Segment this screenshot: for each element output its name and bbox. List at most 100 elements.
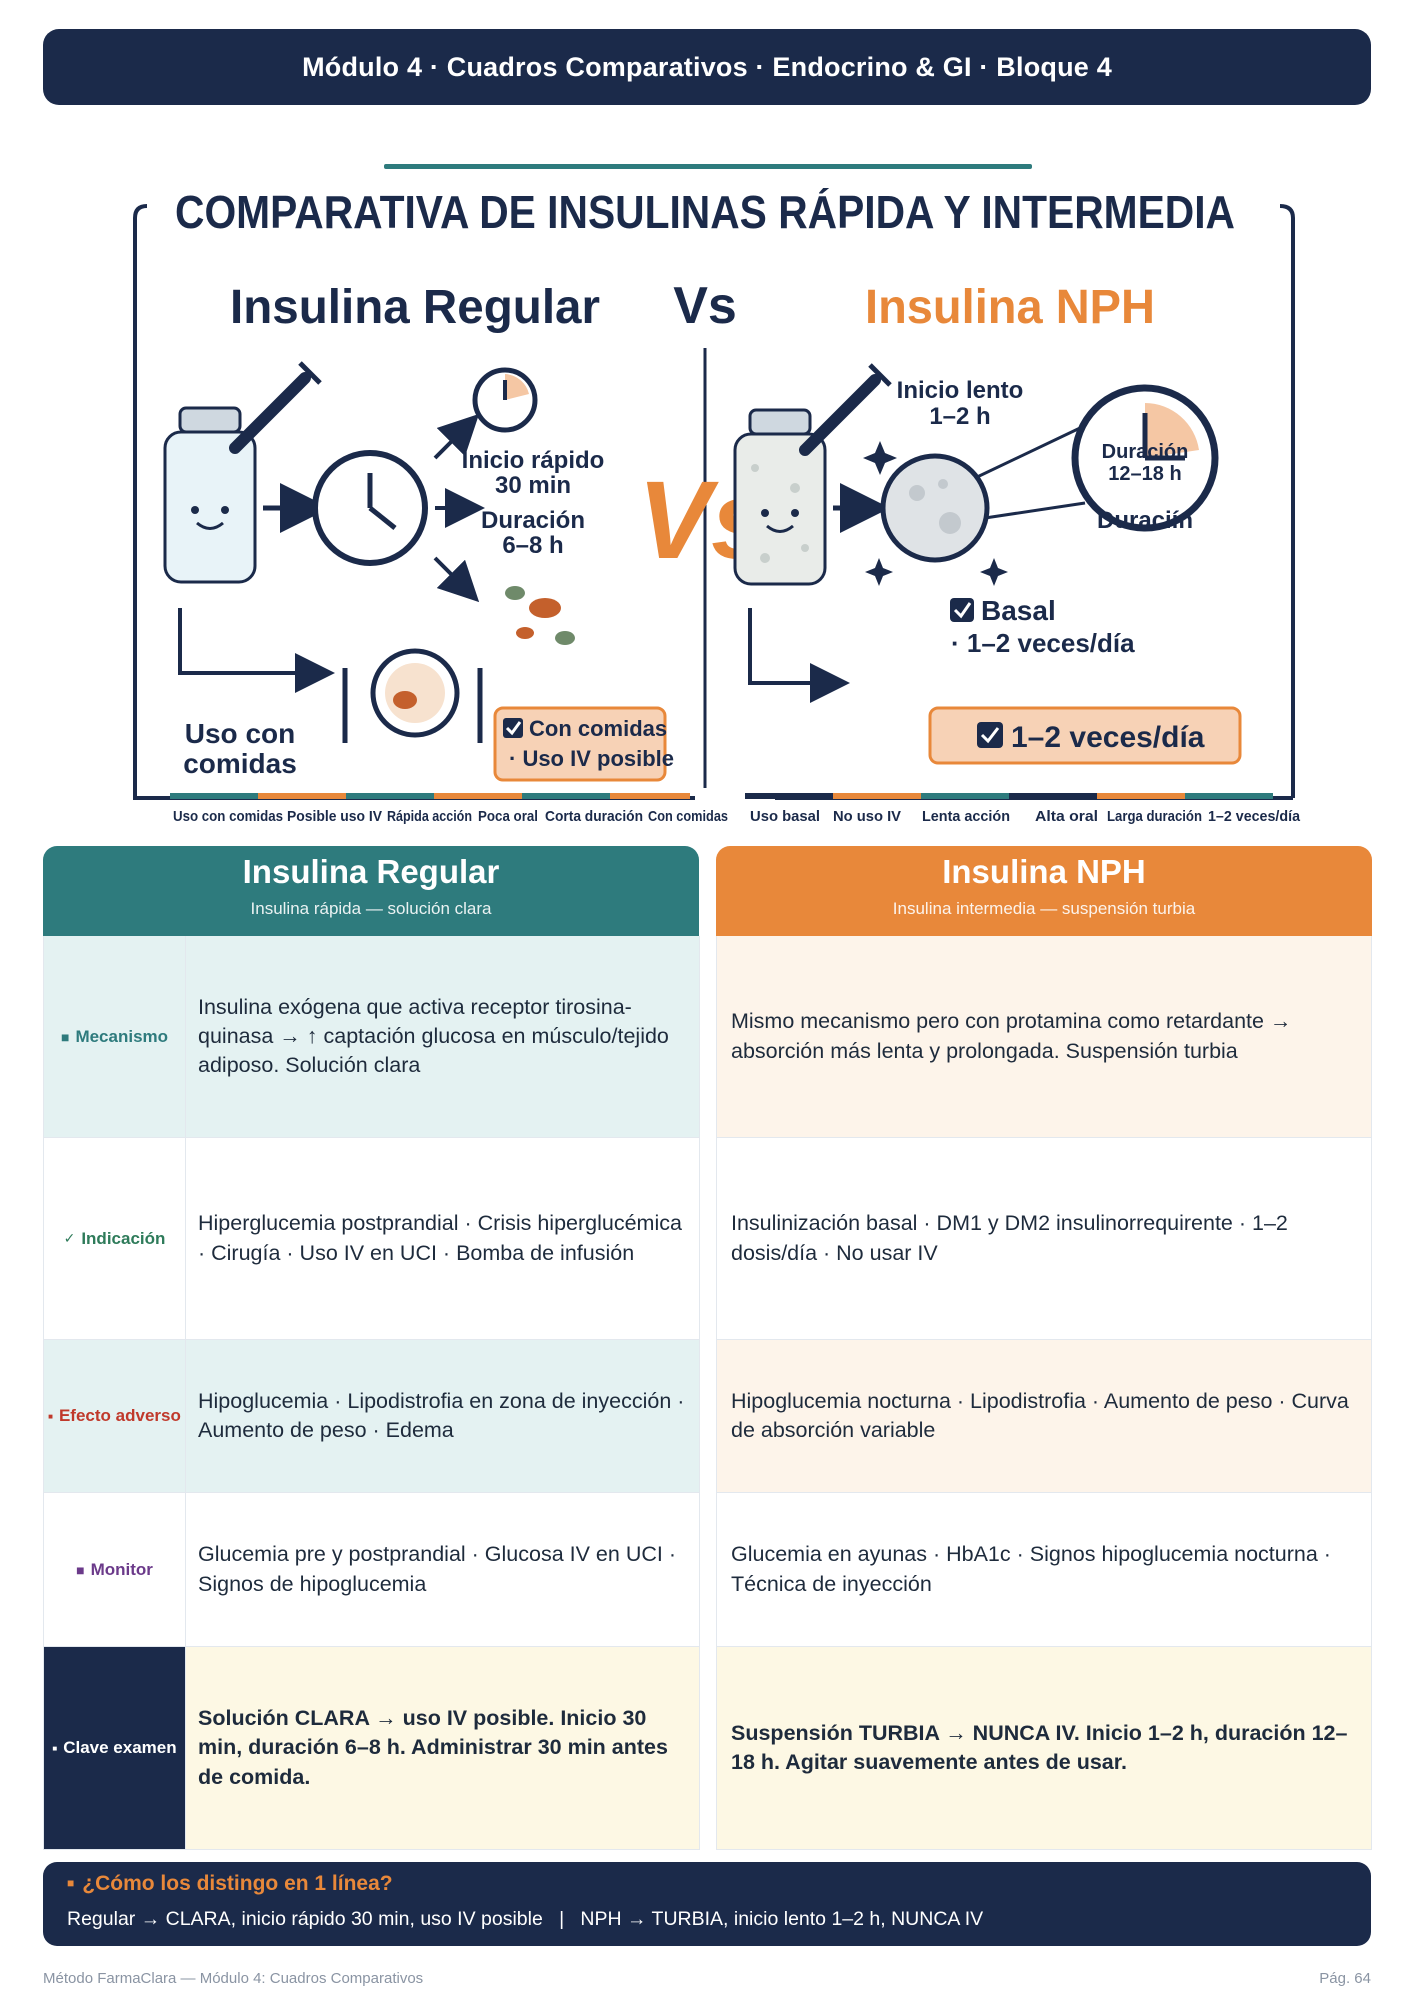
regular-column-title: Insulina Regular [242, 853, 500, 890]
cell-text: Glucemia pre y postprandial · Glucosa IV… [198, 1542, 676, 1596]
row-label-text: Indicación [81, 1228, 166, 1248]
nph-column-header: Insulina NPH Insulina intermedia — suspe… [716, 846, 1372, 936]
nph-monitor-cell: Glucemia en ayunas · HbA1c · Signos hipo… [716, 1493, 1372, 1647]
check-mark-icon: ✓ [63, 1230, 76, 1246]
sparkle-icon [863, 441, 1008, 586]
cell-text: Insulinización basal · DM1 y DM2 insulin… [731, 1211, 1288, 1265]
right-strip-label: Alta oral [1035, 808, 1098, 825]
page-number: Pág. 64 [1319, 1970, 1371, 1987]
left-onset-line2: 30 min [495, 472, 571, 499]
plate-with-cutlery-icon [342, 648, 483, 743]
table-row-mecanismo: ■ Mecanismo Insulina exógena que activa … [43, 936, 1372, 1138]
regular-efecto-cell: Hipoglucemia · Lipodistrofia en zona de … [185, 1340, 700, 1493]
right-onset-line2: 1–2 h [929, 403, 990, 430]
nph-clave-cell: Suspensión TURBIA → NUNCA IV. Inicio 1–2… [716, 1647, 1372, 1850]
square-marker-icon: ■ [48, 1411, 53, 1421]
regular-indicacion-cell: Hiperglucemia postprandial · Crisis hipe… [185, 1138, 700, 1340]
right-strip-label: 1–2 veces/día [1208, 808, 1301, 825]
title-underline [384, 164, 1032, 169]
left-strip-label: Poca oral [478, 808, 538, 825]
connector-line [974, 426, 1081, 480]
duration-clock-icon [1071, 384, 1219, 532]
left-onset-line1: Inicio rápido [462, 447, 605, 474]
square-marker-icon: ■ [76, 1561, 85, 1578]
right-note-text: 1–2 veces/día [1011, 721, 1205, 754]
cell-text: Hipoglucemia · Lipodistrofia en zona de … [198, 1388, 685, 1442]
regular-column-header: Insulina Regular Insulina rápida — soluc… [43, 846, 699, 936]
left-use-line1: Uso con [185, 718, 295, 749]
nph-column-subtitle: Insulina intermedia — suspensión turbia [892, 899, 1196, 918]
right-insulin-name: Insulina NPH [865, 281, 1155, 334]
table-row-clave-examen: ■ Clave examen Solución CLARA → uso IV p… [43, 1647, 1372, 1850]
checkbox-icon [950, 598, 974, 622]
row-label-monitor: ■ Monitor [43, 1493, 185, 1647]
infographic-title: COMPARATIVA DE INSULINAS RÁPIDA Y INTERM… [175, 188, 1235, 238]
cell-text: Insulina exógena que activa receptor tir… [198, 994, 669, 1077]
cell-text: Mismo mecanismo pero con protamina como … [731, 1009, 1292, 1063]
syringe-icon-left [229, 361, 322, 454]
square-marker-icon: ■ [52, 1743, 58, 1753]
regular-insulin-vial-icon [163, 406, 257, 584]
module-header-bar: Módulo 4 · Cuadros Comparativos · Endocr… [43, 29, 1371, 105]
regular-clave-cell: Solución CLARA → uso IV posible. Inicio … [185, 1647, 700, 1850]
cell-text: Solución CLARA → uso IV posible. Inicio … [198, 1706, 668, 1789]
summary-answer: Regular → CLARA, inicio rápido 30 min, u… [67, 1908, 984, 1930]
square-marker-icon: ■ [60, 1028, 70, 1045]
table-row-monitor: ■ Monitor Glucemia pre y postprandial · … [43, 1493, 1372, 1647]
left-strip-label: Corta duración [545, 808, 643, 825]
left-note-box [493, 706, 667, 782]
left-insulin-name: Insulina Regular [230, 281, 600, 334]
cell-text: Hiperglucemia postprandial · Crisis hipe… [198, 1211, 682, 1265]
row-label-text: Clave examen [63, 1738, 177, 1757]
table-row-indicacion: ✓ Indicación Hiperglucemia postprandial … [43, 1138, 1372, 1340]
checkbox-icon [977, 722, 1003, 748]
row-label-text: Efecto adverso [58, 1406, 181, 1425]
right-duration-label: Duraciín [1097, 507, 1193, 534]
left-duration-line2: 6–8 h [502, 532, 563, 559]
left-note-line1: Con comidas [529, 716, 667, 741]
regular-column-subtitle: Insulina rápida — solución clara [250, 899, 492, 918]
checkbox-icon [503, 718, 523, 738]
left-strip-label: Posible uso IV [287, 808, 382, 825]
summary-question-text: ¿Cómo los distingo en 1 línea? [82, 1872, 393, 1895]
right-strip-label: Larga duración [1107, 808, 1202, 825]
right-note-box [928, 706, 1242, 765]
right-clock-line2: 12–18 h [1108, 463, 1181, 485]
left-note-line2: · Uso IV posible [509, 746, 674, 771]
right-basal-line2: · 1–2 veces/día [951, 628, 1135, 658]
right-strip-label: No uso IV [833, 808, 901, 825]
left-use-line2: comidas [183, 748, 297, 779]
nph-insulin-vial-icon [733, 408, 827, 586]
row-label-text: Mecanismo [75, 1026, 169, 1046]
nph-efecto-cell: Hipoglucemia nocturna · Lipodistrofia · … [716, 1340, 1372, 1493]
nph-column-title: Insulina NPH [942, 853, 1146, 890]
onset-clock-icon [472, 367, 538, 433]
summary-question: ■¿Cómo los distingo en 1 línea? [67, 1872, 393, 1896]
table-row-efecto-adverso: ■ Efecto adverso Hipoglucemia · Lipodist… [43, 1340, 1372, 1493]
syringe-icon-right [799, 363, 892, 456]
right-flow-line [748, 608, 850, 703]
cell-text: Glucemia en ayunas · HbA1c · Signos hipo… [731, 1542, 1331, 1596]
left-color-strip [170, 793, 690, 799]
insulin-comparison-infographic: COMPARATIVA DE INSULINAS RÁPIDA Y INTERM… [105, 188, 1305, 833]
arrow-icon [433, 413, 480, 460]
row-label-efecto-adverso: ■ Efecto adverso [43, 1340, 185, 1493]
row-label-indicacion: ✓ Indicación [43, 1138, 185, 1340]
nph-mecanismo-cell: Mismo mecanismo pero con protamina como … [716, 936, 1372, 1138]
cell-text: Suspensión TURBIA → NUNCA IV. Inicio 1–2… [731, 1720, 1348, 1774]
right-onset-line1: Inicio lento [897, 377, 1024, 404]
infographic-frame [133, 204, 1295, 800]
left-strip-label: Rápida acción [387, 808, 472, 825]
left-strip-label: Uso con comidas [173, 808, 283, 825]
module-header-title: Módulo 4 · Cuadros Comparativos · Endocr… [302, 51, 1112, 82]
vs-small-label: Vs [673, 277, 737, 335]
row-label-text: Monitor [90, 1559, 153, 1579]
one-line-summary-box: ■¿Cómo los distingo en 1 línea? Regular … [43, 1862, 1371, 1946]
left-strip-label: Con comidas [648, 808, 728, 825]
right-basal-line1: Basal [981, 595, 1056, 626]
moon-icon [880, 453, 990, 563]
fast-clock-icon [312, 450, 428, 566]
left-duration-line1: Duración [481, 507, 585, 534]
right-color-strip [745, 793, 1273, 799]
right-strip-label: Lenta acción [922, 808, 1010, 825]
